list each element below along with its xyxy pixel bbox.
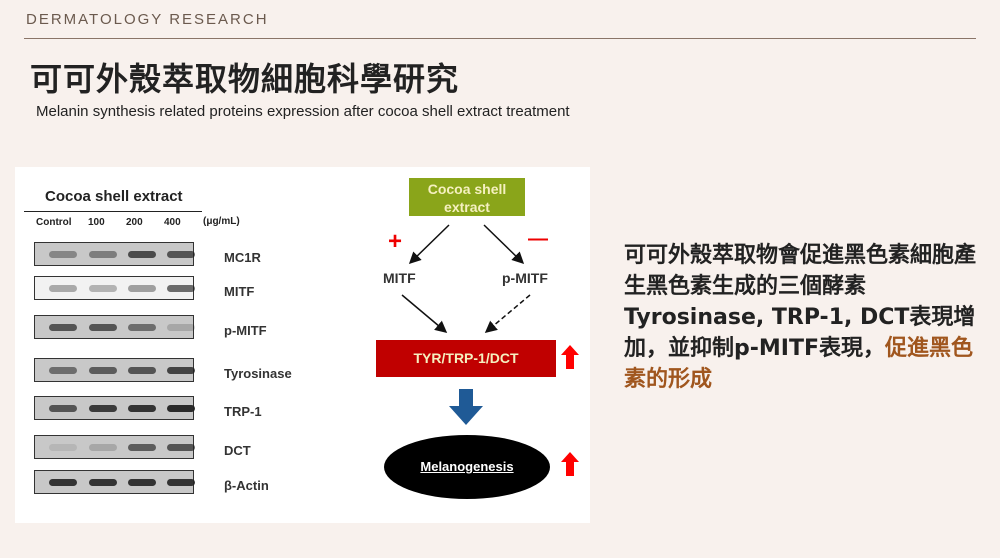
blot-band [89, 251, 117, 258]
section-category: DERMATOLOGY RESEARCH [26, 11, 269, 28]
dashed-arrow-p-mitf-to-target [484, 294, 531, 333]
summary-text: 可可外殼萃取物會促進黑色素細胞產生黑色素生成的三個酵素Tyrosinase, T… [624, 240, 994, 395]
header-divider [24, 38, 976, 39]
blot-band [49, 405, 77, 412]
blot-band [128, 444, 156, 451]
blot-strip [34, 435, 195, 459]
blot-strip [34, 276, 195, 300]
protein-label: p-MITF [224, 323, 267, 338]
unit-label: (μg/mL) [203, 216, 240, 227]
protein-label: MC1R [224, 250, 261, 265]
minus-sign: — [528, 228, 548, 250]
blot-band [49, 367, 77, 374]
blot-strip [34, 396, 195, 420]
blot-band [128, 251, 156, 258]
protein-label: Tyrosinase [224, 366, 292, 381]
lane-label: Control [36, 217, 72, 228]
blot-band [128, 405, 156, 412]
target-label: TYR/TRP-1/DCT [413, 350, 519, 366]
blot-band [49, 479, 77, 486]
blot-band [128, 479, 156, 486]
plus-sign: + [388, 228, 403, 255]
blot-band [49, 444, 77, 451]
mitf-node: MITF [383, 270, 416, 286]
blot-band [49, 285, 77, 292]
summary-main: 可可外殼萃取物會促進黑色素細胞產生黑色素生成的三個酵素Tyrosinase, T… [624, 243, 977, 361]
lane-label: 400 [164, 217, 181, 228]
blot-title: Cocoa shell extract [45, 188, 183, 205]
page-title: 可可外殼萃取物細胞科學研究 [30, 60, 460, 98]
blot-band [128, 285, 156, 292]
summary-highlight: 促進黑色素的形成 [624, 336, 974, 392]
blot-band [167, 324, 195, 331]
blot-band [167, 405, 195, 412]
outcome-label: Melanogenesis [420, 459, 514, 474]
blot-band [128, 324, 156, 331]
blot-band [49, 251, 77, 258]
blot-band [89, 444, 117, 451]
blot-band [89, 324, 117, 331]
source-label: Cocoa shell extract [427, 181, 507, 215]
protein-label: MITF [224, 284, 255, 299]
blot-band [167, 444, 195, 451]
blot-strip [34, 358, 195, 382]
protein-label: DCT [224, 443, 251, 458]
up-arrow-icon [561, 345, 579, 369]
blot-band [167, 367, 195, 374]
blot-strip [34, 242, 195, 266]
blot-band [89, 367, 117, 374]
blot-band [167, 251, 195, 258]
source-box [409, 178, 525, 216]
blot-band [49, 324, 77, 331]
arrow-to-mitf [408, 224, 450, 265]
blot-band [167, 479, 195, 486]
down-arrow-icon [449, 389, 483, 425]
p-mitf-node: p-MITF [502, 270, 548, 286]
protein-label: β-Actin [224, 478, 269, 493]
blot-strip [34, 315, 195, 339]
lane-label: 200 [126, 217, 143, 228]
protein-label: TRP-1 [224, 404, 262, 419]
blot-band [89, 405, 117, 412]
blot-band [128, 367, 156, 374]
blot-title-rule [24, 211, 202, 212]
page-subtitle: Melanin synthesis related proteins expre… [36, 103, 570, 120]
arrow-mitf-to-target [401, 294, 448, 333]
up-arrow-icon [561, 452, 579, 476]
blot-band [89, 479, 117, 486]
blot-strip [34, 470, 195, 494]
outcome-ellipse [384, 435, 550, 499]
arrow-to-p-mitf [483, 224, 525, 265]
blot-band [89, 285, 117, 292]
target-box [376, 340, 556, 377]
blot-band [167, 285, 195, 292]
lane-label: 100 [88, 217, 105, 228]
